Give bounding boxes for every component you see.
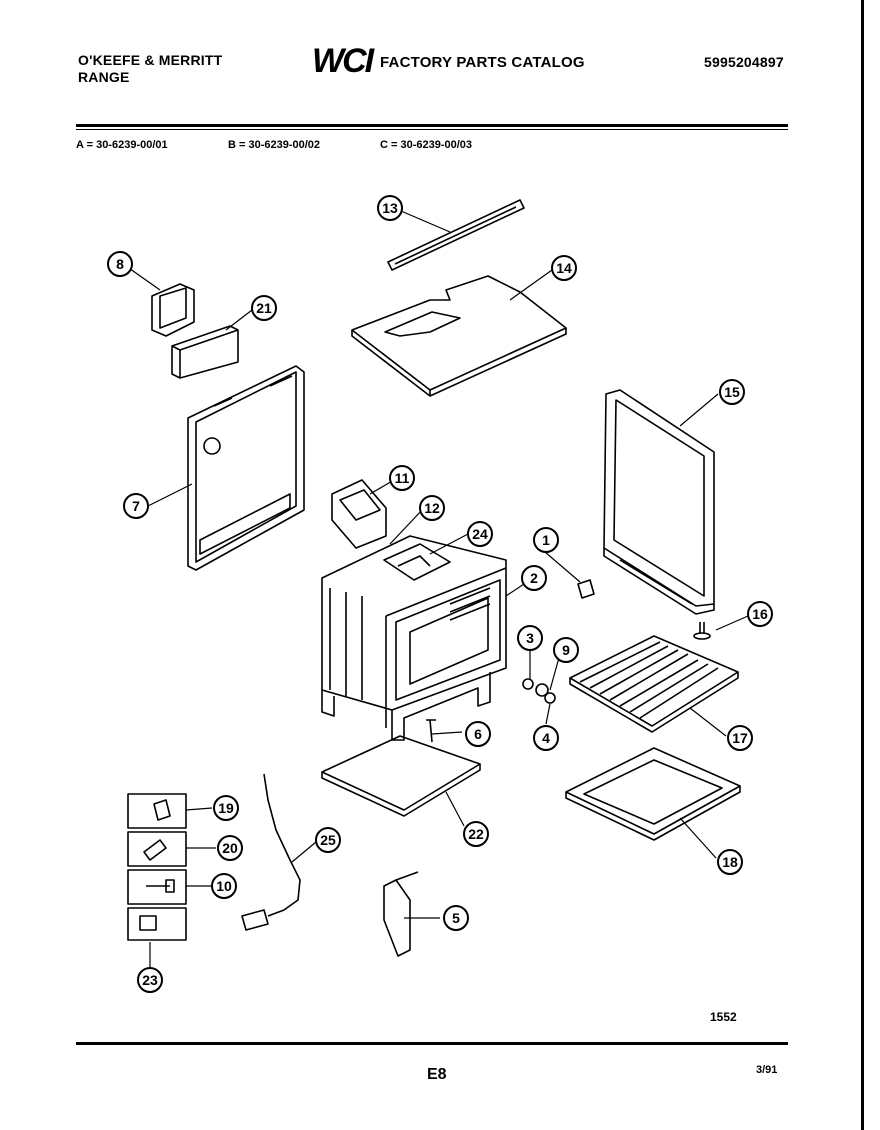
revision-date: 3/91 xyxy=(756,1064,778,1076)
callout-8: 8 xyxy=(107,251,133,277)
part-7-back-panel xyxy=(187,365,305,571)
part-24-burner-shield xyxy=(383,543,451,581)
callout-number: 13 xyxy=(382,200,398,216)
callout-21: 21 xyxy=(251,295,277,321)
callout-7: 7 xyxy=(123,493,149,519)
callout-number: 12 xyxy=(424,500,440,516)
part-13-trim-strip xyxy=(387,199,525,271)
part-18-broiler-pan xyxy=(565,747,741,841)
footer-rule xyxy=(76,1042,788,1045)
callout-number: 21 xyxy=(256,300,272,316)
callout-number: 24 xyxy=(472,526,488,542)
drawing-number: 1552 xyxy=(710,1010,737,1024)
callout-number: 25 xyxy=(320,832,336,848)
part-6-screw xyxy=(426,719,436,743)
part-3-9-4-knob-assembly xyxy=(522,678,556,704)
catalog-number: 5995204897 xyxy=(704,54,784,70)
callout-number: 19 xyxy=(218,800,234,816)
callout-number: 15 xyxy=(724,384,740,400)
callout-15: 15 xyxy=(719,379,745,405)
callout-24: 24 xyxy=(467,521,493,547)
header-rule xyxy=(76,124,788,127)
part-15-door-frame xyxy=(603,389,715,615)
callout-4: 4 xyxy=(533,725,559,751)
callout-number: 16 xyxy=(752,606,768,622)
page-code: E8 xyxy=(427,1066,447,1083)
header-rule-thin xyxy=(76,129,788,130)
brand-block: O'KEEFE & MERRITT RANGE xyxy=(78,52,222,86)
callout-19: 19 xyxy=(213,795,239,821)
part-21-panel-piece xyxy=(171,325,239,379)
part-11-vent-bracket xyxy=(331,479,387,549)
callout-5: 5 xyxy=(443,905,469,931)
callout-number: 7 xyxy=(132,498,140,514)
callout-17: 17 xyxy=(727,725,753,751)
catalog-title: FACTORY PARTS CATALOG xyxy=(380,54,585,71)
callout-25: 25 xyxy=(315,827,341,853)
callout-number: 3 xyxy=(526,630,534,646)
callout-number: 8 xyxy=(116,256,124,272)
model-a: A = 30-6239-00/01 xyxy=(76,139,168,151)
page-edge xyxy=(861,0,864,1130)
callout-13: 13 xyxy=(377,195,403,221)
callout-2: 2 xyxy=(521,565,547,591)
callout-number: 20 xyxy=(222,840,238,856)
hardware-bags xyxy=(127,793,187,941)
callout-10: 10 xyxy=(211,873,237,899)
callout-18: 18 xyxy=(717,849,743,875)
product-type: RANGE xyxy=(78,69,130,85)
callout-number: 11 xyxy=(395,470,410,486)
callout-number: 10 xyxy=(216,878,232,894)
callout-11: 11 xyxy=(389,465,415,491)
part-14-top-panel xyxy=(351,275,567,397)
callout-number: 2 xyxy=(530,570,538,586)
callout-12: 12 xyxy=(419,495,445,521)
callout-number: 6 xyxy=(474,726,482,742)
part-25-power-cord xyxy=(241,773,301,931)
callout-22: 22 xyxy=(463,821,489,847)
callout-6: 6 xyxy=(465,721,491,747)
part-2-oven-body xyxy=(321,535,507,741)
callout-number: 14 xyxy=(556,260,572,276)
brand-name: O'KEEFE & MERRITT xyxy=(78,52,223,68)
callout-number: 23 xyxy=(142,972,158,988)
part-17-oven-rack xyxy=(569,635,739,733)
callout-number: 5 xyxy=(452,910,460,926)
part-22-bottom-panel xyxy=(321,735,481,817)
callout-20: 20 xyxy=(217,835,243,861)
part-8-bracket xyxy=(151,283,195,337)
callout-number: 17 xyxy=(732,730,748,746)
callout-14: 14 xyxy=(551,255,577,281)
callout-16: 16 xyxy=(747,601,773,627)
callout-9: 9 xyxy=(553,637,579,663)
callout-number: 18 xyxy=(722,854,738,870)
model-b: B = 30-6239-00/02 xyxy=(228,139,321,151)
callout-number: 1 xyxy=(542,532,550,548)
model-c: C = 30-6239-00/03 xyxy=(380,139,473,151)
part-16-leveler xyxy=(693,622,711,640)
callout-number: 9 xyxy=(562,642,570,658)
part-1-clip xyxy=(577,579,595,599)
callout-1: 1 xyxy=(533,527,559,553)
callout-number: 22 xyxy=(468,826,484,842)
part-5-bracket xyxy=(383,871,419,957)
wci-logo: WCI xyxy=(312,42,374,80)
callout-number: 4 xyxy=(542,730,550,746)
callout-3: 3 xyxy=(517,625,543,651)
callout-labels: 1234567891011121314151617181920212223242… xyxy=(107,195,773,993)
callout-23: 23 xyxy=(137,967,163,993)
